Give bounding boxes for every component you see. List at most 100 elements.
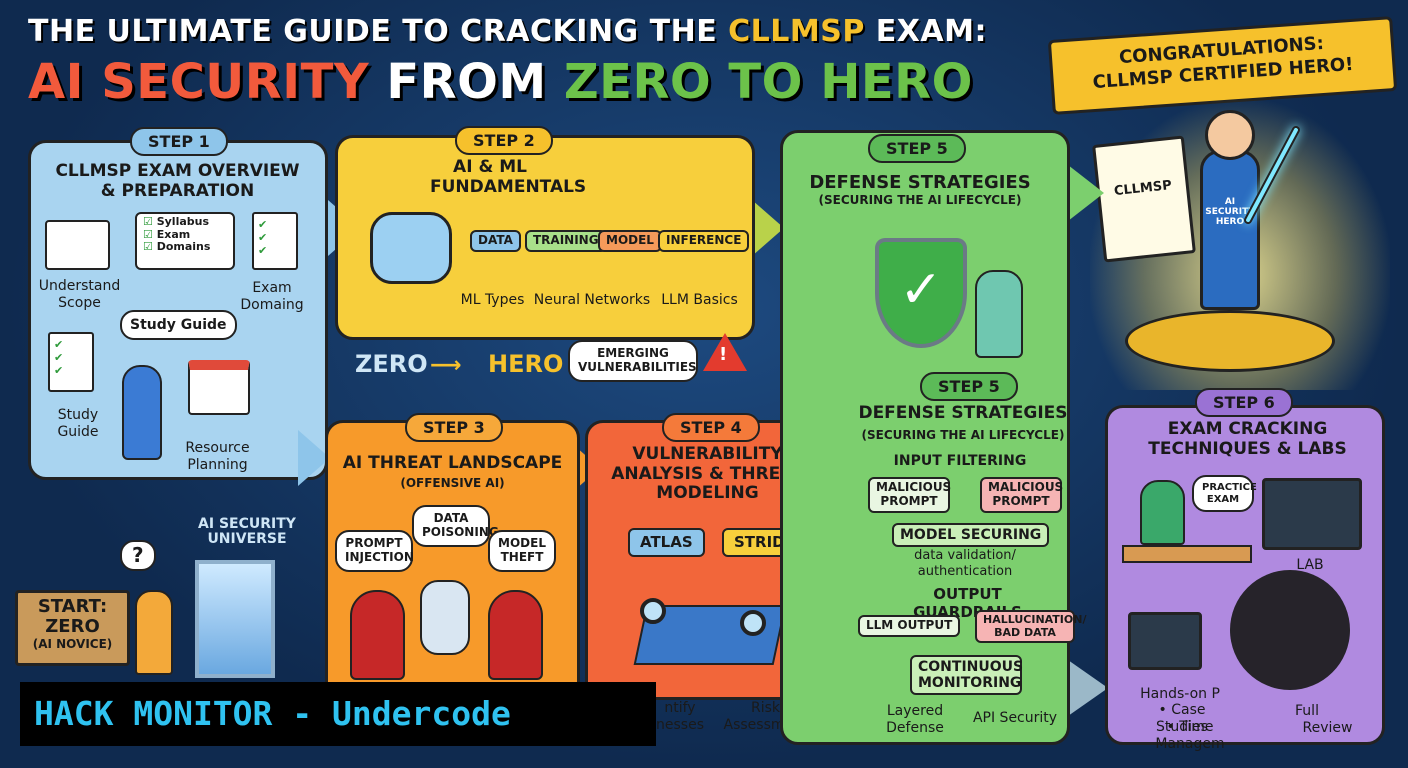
resource-planning-label: Resource Planning <box>185 440 250 473</box>
hack-monitor-watermark: HACK MONITOR - Undercode <box>20 682 656 746</box>
step-6-panel <box>1105 405 1385 745</box>
review-label: Review <box>1302 720 1353 736</box>
certificate-label: CLLMSP <box>1113 178 1173 200</box>
warning-mark: ! <box>719 344 728 365</box>
arrow-1-to-3 <box>298 430 330 486</box>
zero-label: ZERO <box>355 350 428 378</box>
zero-hero-arrow: ⟶ <box>430 353 462 378</box>
step-2-pill: STEP 2 <box>455 126 553 155</box>
step-2-title: AI & ML FUNDAMENTALS <box>430 157 587 197</box>
start-sign: START: ZERO (AI NOVICE) <box>15 590 130 666</box>
laptop-domains: Domains <box>156 240 211 254</box>
emerging-vulnerabilities-bubble: EMERGING VULNERABILITIES <box>568 340 698 382</box>
llm-output-box: LLM OUTPUT <box>858 615 961 637</box>
lab-label: LAB <box>1296 557 1324 573</box>
time-management-label: • Time Managem <box>1155 719 1225 752</box>
case-studies-label: • Case Studies <box>1156 702 1208 735</box>
data-poisoning-bubble: DATA POISONING <box>412 505 499 547</box>
start-sign-subtext: (AI NOVICE) <box>32 636 113 651</box>
book-icon <box>45 220 110 270</box>
step-4-title: VULNERABILITY ANALYSIS & THREAT MODELING <box>611 444 804 504</box>
warning-icon <box>703 333 747 371</box>
identify-weaknesses-label: ntify nesses <box>656 700 704 733</box>
title-suffix: EXAM: <box>864 14 987 49</box>
step-3-pill: STEP 3 <box>405 413 503 442</box>
malicious-prompt-box-1: MALICIOUS PROMPT <box>868 477 951 513</box>
hero-head <box>1205 110 1255 160</box>
model-securing-box: MODEL SECURING <box>892 523 1050 548</box>
desk-icon <box>1122 545 1252 563</box>
flow-data: DATA <box>470 230 521 252</box>
title-zero-to-hero: ZERO TO HERO <box>563 54 973 110</box>
question-bubble: ? <box>120 540 156 571</box>
arrow-5-to-6 <box>1068 660 1108 716</box>
understand-scope-label: Understand Scope <box>38 278 121 311</box>
defender-figure <box>975 270 1023 358</box>
certificate: CLLMSP <box>1092 135 1196 263</box>
input-filtering-label: INPUT FILTERING <box>893 453 1027 469</box>
step-1-title: CLLMSP EXAM OVERVIEW & PREPARATION <box>55 161 300 201</box>
student-desk-figure <box>1140 480 1185 545</box>
practice-exam-bubble: PRACTICE EXAM <box>1192 475 1257 512</box>
step-5-title: DEFENSE STRATEGIES <box>858 403 1068 423</box>
full-label: Full <box>1295 703 1319 719</box>
step-3-subtitle: (OFFENSIVE AI) <box>400 476 505 490</box>
robot-icon <box>420 580 470 655</box>
arrow-2-to-5 <box>752 200 784 256</box>
laptop-exam: Exam <box>156 227 191 241</box>
arrow-5-to-hero <box>1068 165 1104 221</box>
study-guide-label: Study Guide <box>57 407 99 440</box>
portal-door <box>195 560 275 678</box>
ai-security-universe-label: AI SECURITY UNIVERSE <box>198 516 296 548</box>
ml-types-label: ML Types <box>460 292 525 308</box>
calendar-icon <box>188 360 250 415</box>
laptop-screen: ☑ Syllabus ☑ Exam ☑ Domains <box>135 212 235 270</box>
study-clipboard-icon: ✔✔✔ <box>48 332 94 392</box>
step-5-subtitle: (SECURING THE AI LIFECYCLE) <box>861 428 1065 442</box>
atlas-box: ATLAS <box>628 528 705 558</box>
step-5-top-pill: STEP 5 <box>868 134 966 163</box>
malicious-prompt-box-2: MALICIOUS PROMPT <box>980 477 1063 513</box>
magnifier-icon-right <box>740 610 766 636</box>
prompt-injection-bubble: PROMPT INJECTION <box>335 530 414 572</box>
api-security-label: API Security <box>972 710 1058 726</box>
code-screen <box>1128 612 1202 670</box>
hero-shirt: AI SECURITY HERO <box>1200 197 1260 228</box>
title-line-1: THE ULTIMATE GUIDE TO CRACKING THE CLLMS… <box>28 14 987 49</box>
hero-figure <box>1200 150 1260 310</box>
title-from: FROM <box>369 54 564 110</box>
hero-shirt-text: AI SECURITY HERO <box>1205 197 1255 227</box>
step-5-pill: STEP 5 <box>920 372 1018 401</box>
step-6-title: EXAM CRACKING TECHNIQUES & LABS <box>1148 419 1347 459</box>
step-6-pill: STEP 6 <box>1195 388 1293 417</box>
step-1-pill: STEP 1 <box>130 127 228 156</box>
lab-screen <box>1262 478 1362 550</box>
student-figure <box>122 365 162 460</box>
title-ai-security: AI SECURITY <box>28 54 370 110</box>
laptop-syllabus: Syllabus <box>156 215 210 228</box>
step-3-title: AI THREAT LANDSCAPE <box>342 453 563 473</box>
model-theft-bubble: MODEL THEFT <box>488 530 556 572</box>
study-guide-bubble: Study Guide <box>120 310 237 341</box>
exam-domaing-label: Exam Domaing <box>240 280 304 313</box>
flow-model: MODEL <box>598 230 662 252</box>
title-line-2: AI SECURITY FROM ZERO TO HERO <box>28 54 973 110</box>
hooded-attacker-left <box>350 590 405 680</box>
hallucination-box: HALLUCINATION/ BAD DATA <box>975 610 1086 644</box>
continuous-monitoring-box: CONTINUOUS MONITORING <box>910 655 1023 696</box>
step-4-pill: STEP 4 <box>662 413 760 442</box>
step-5-top-subtitle: (SECURING THE AI LIFECYCLE) <box>818 193 1022 207</box>
start-sign-text: START: ZERO <box>37 596 108 637</box>
data-validation-label: data validation/ authentication <box>914 548 1016 579</box>
clipboard-icon: ✔✔✔ <box>252 212 298 270</box>
hooded-attacker-right <box>488 590 543 680</box>
title-prefix: THE ULTIMATE GUIDE TO CRACKING THE <box>28 14 729 49</box>
novice-figure <box>135 590 173 675</box>
llm-basics-label: LLM Basics <box>661 292 738 308</box>
title-accent: CLLMSP <box>728 14 865 49</box>
octopus-hacker-icon <box>1230 570 1350 690</box>
hands-on-label: Hands-on P <box>1140 686 1220 702</box>
hero-label: HERO <box>488 350 564 378</box>
step-5-top-title: DEFENSE STRATEGIES <box>809 172 1031 193</box>
neural-networks-label: Neural Networks <box>533 292 651 308</box>
